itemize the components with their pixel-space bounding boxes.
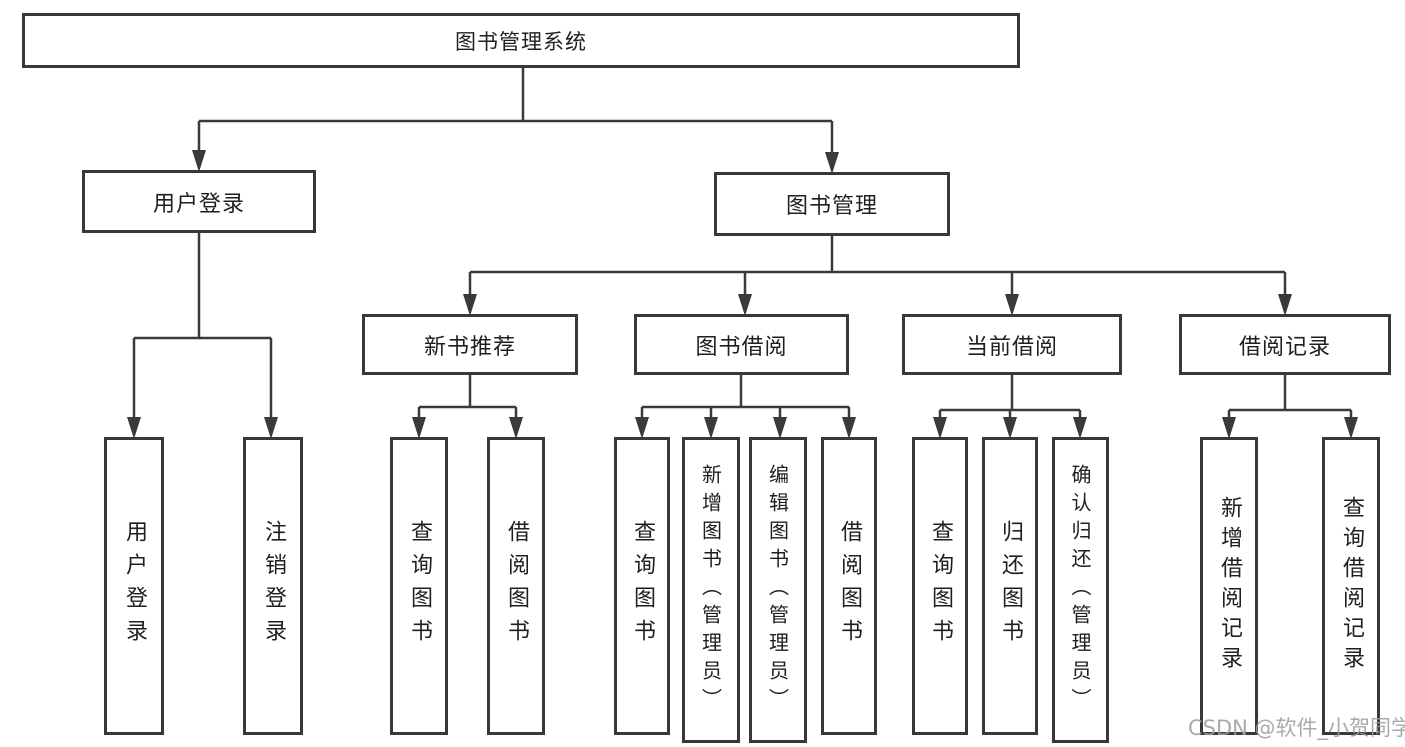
- connector-current-borrow: [938, 375, 1082, 419]
- leaf-edit-books-admin-label: 编辑图书（管理员）: [765, 464, 790, 716]
- node-current-borrow-label: 当前借阅: [965, 334, 1058, 360]
- leaf-confirm-return-admin: 确认归还（管理员）: [1052, 437, 1109, 743]
- leaf-query-borrow-record: 查询借阅记录: [1322, 437, 1380, 735]
- node-current-borrow: 当前借阅: [902, 314, 1122, 375]
- leaf-confirm-return-admin-label: 确认归还（管理员）: [1068, 464, 1092, 716]
- node-library-system-label: 图书管理系统: [455, 29, 587, 54]
- connector-borrow-records: [1227, 375, 1353, 419]
- leaf-query-books-borrow-label: 查询图书: [630, 520, 655, 652]
- node-book-borrow: 图书借阅: [634, 314, 849, 375]
- node-book-borrow-label: 图书借阅: [695, 334, 788, 360]
- leaf-user-login-label: 用户登录: [122, 520, 147, 652]
- leaf-borrow-books: 借阅图书: [821, 437, 877, 735]
- node-borrow-records-label: 借阅记录: [1238, 334, 1331, 360]
- leaf-logout-label: 注销登录: [261, 520, 286, 652]
- leaf-query-borrow-record-label: 查询借阅记录: [1339, 496, 1364, 676]
- leaf-return-books-label: 归还图书: [998, 520, 1023, 652]
- watermark: CSDN @软件_小贺同学: [1188, 716, 1405, 740]
- arrowheads: [127, 150, 1358, 439]
- node-new-book-recommend: 新书推荐: [362, 314, 578, 375]
- connector-book-borrow: [640, 375, 851, 419]
- leaf-user-login: 用户登录: [104, 437, 164, 735]
- node-library-system: 图书管理系统: [22, 13, 1020, 68]
- node-user-login-label: 用户登录: [152, 191, 245, 217]
- leaf-add-books-admin: 新增图书（管理员）: [682, 437, 740, 743]
- leaf-add-borrow-record-label: 新增借阅记录: [1217, 496, 1242, 676]
- connector-new-book-recommend: [417, 375, 518, 419]
- leaf-borrow-books-recommend: 借阅图书: [487, 437, 545, 735]
- leaf-borrow-books-label: 借阅图书: [837, 520, 862, 652]
- connector-book-management: [468, 236, 1287, 296]
- connector-root: [197, 68, 834, 155]
- leaf-add-books-admin-label: 新增图书（管理员）: [698, 464, 723, 716]
- leaf-logout: 注销登录: [243, 437, 303, 735]
- leaf-query-books-current-label: 查询图书: [928, 520, 953, 652]
- leaf-borrow-books-recommend-label: 借阅图书: [504, 520, 529, 652]
- leaf-query-books-recommend: 查询图书: [390, 437, 448, 735]
- node-new-book-recommend-label: 新书推荐: [423, 334, 516, 360]
- leaf-edit-books-admin: 编辑图书（管理员）: [749, 437, 807, 743]
- node-user-login: 用户登录: [82, 170, 316, 233]
- leaf-query-books-borrow: 查询图书: [614, 437, 670, 735]
- connector-user-login: [132, 233, 273, 419]
- leaf-return-books: 归还图书: [982, 437, 1038, 735]
- leaf-query-books-recommend-label: 查询图书: [407, 520, 432, 652]
- leaf-query-books-current: 查询图书: [912, 437, 968, 735]
- node-book-management: 图书管理: [714, 172, 950, 236]
- node-book-management-label: 图书管理: [785, 194, 878, 219]
- leaf-add-borrow-record: 新增借阅记录: [1200, 437, 1258, 735]
- node-borrow-records: 借阅记录: [1179, 314, 1391, 375]
